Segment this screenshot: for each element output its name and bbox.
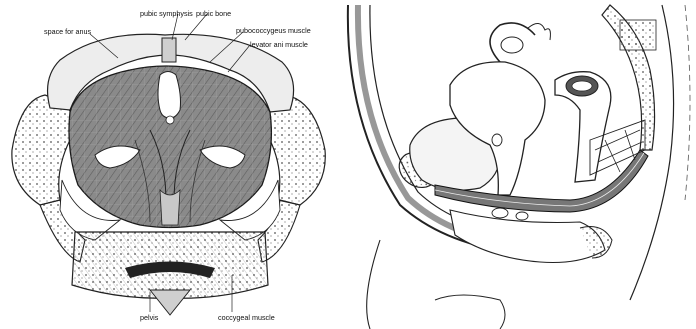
label-pelvis: pelvis (140, 314, 158, 321)
pelvic-floor-illustration: pubic symphysis pubic bone space for anu… (0, 0, 340, 329)
label-pubic-symphysis: pubic symphysis (140, 10, 193, 17)
label-space-for-anus: space for anus (44, 28, 91, 35)
pelvic-floor-drawing (0, 0, 340, 329)
sagittal-section-drawing (340, 0, 696, 329)
label-pubic-bone: pubic bone (196, 10, 231, 17)
urogenital-opening (158, 72, 181, 119)
label-pubococcygeus-muscle: pubococcygeus muscle (236, 27, 311, 34)
sagittal-section-illustration (340, 0, 696, 329)
label-levator-ani-muscle: levator ani muscle (250, 41, 308, 48)
label-coccygeal-muscle: coccygeal muscle (218, 314, 275, 321)
